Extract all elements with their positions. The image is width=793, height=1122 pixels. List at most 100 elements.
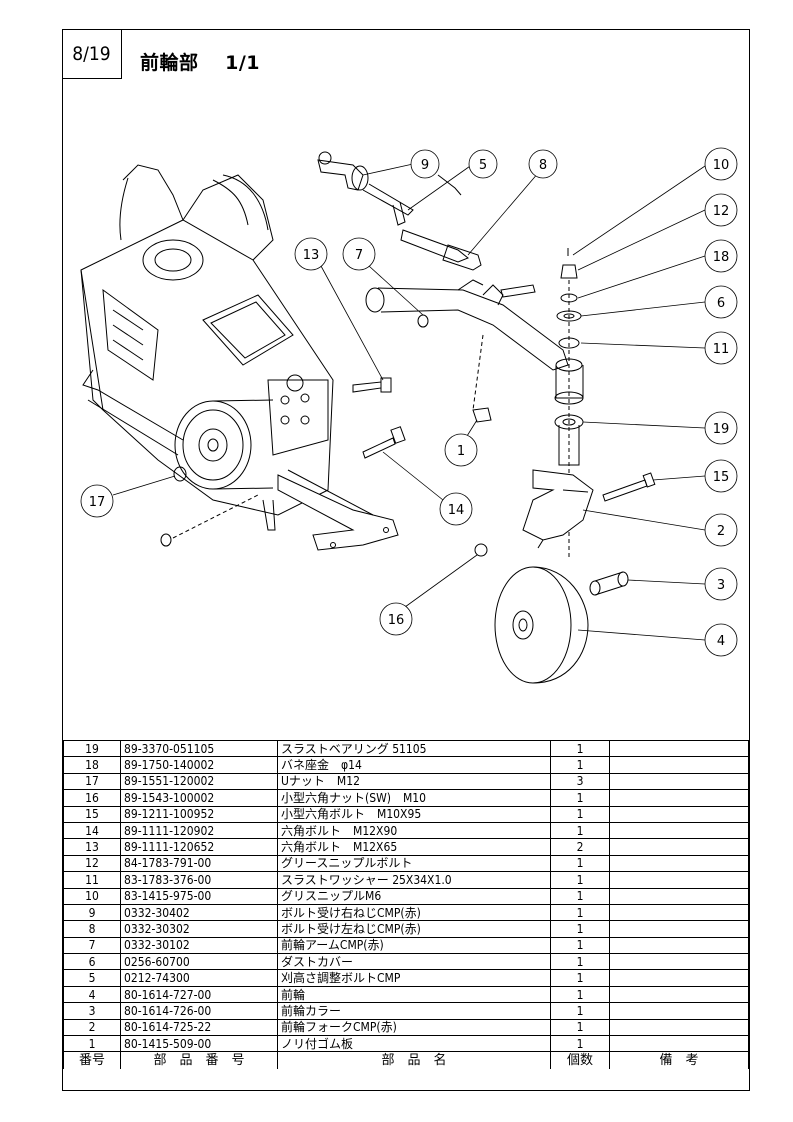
front-arm — [365, 279, 569, 411]
cell-part-name: 刈高さ調整ボルトCMP — [277, 969, 551, 987]
cell-number: 15 — [63, 805, 121, 823]
svg-text:16: 16 — [388, 613, 405, 628]
cell-remarks — [609, 854, 749, 873]
svg-text:6: 6 — [717, 296, 725, 311]
cell-number: 16 — [63, 789, 121, 807]
svg-text:9: 9 — [421, 158, 429, 173]
cell-part-name: ノリ付ゴム板 — [277, 1035, 551, 1053]
cell-number: 18 — [63, 756, 121, 774]
cell-number: 1 — [63, 1035, 121, 1053]
cell-quantity: 1 — [550, 1002, 610, 1020]
cell-number: 3 — [63, 1002, 121, 1020]
callout-13: 13 — [294, 237, 384, 381]
svg-text:2: 2 — [717, 524, 725, 539]
header-part-name: 部 品 名 — [277, 1051, 551, 1070]
cell-remarks — [609, 805, 749, 823]
callout-8: 8 — [467, 149, 558, 256]
cell-remarks — [609, 903, 749, 922]
cell-quantity: 1 — [550, 985, 610, 1004]
cell-part-name: ボルト受け右ねじCMP(赤) — [277, 903, 551, 922]
callout-5: 5 — [407, 149, 498, 211]
cell-remarks — [609, 821, 749, 840]
adjust-bolt-assembly — [317, 151, 482, 271]
cell-quantity: 1 — [550, 953, 610, 971]
cell-remarks — [609, 936, 749, 955]
svg-text:3: 3 — [717, 578, 725, 593]
cell-number: 4 — [63, 985, 121, 1004]
cell-remarks — [609, 871, 749, 889]
svg-text:17: 17 — [89, 495, 106, 510]
header-number: 番号 — [63, 1051, 121, 1070]
cell-part-name: グリースニップルボルト — [277, 854, 551, 873]
cell-part-number: 0212-74300 — [120, 969, 278, 987]
header-remarks: 備 考 — [609, 1051, 749, 1070]
svg-text:14: 14 — [448, 503, 465, 518]
cell-part-number: 0332-30302 — [120, 920, 278, 938]
cell-part-name: 前輪フォークCMP(赤) — [277, 1018, 551, 1037]
cell-remarks — [609, 789, 749, 807]
cell-remarks — [609, 985, 749, 1004]
callout-14: 14 — [382, 451, 473, 526]
cell-part-name: 小型六角ボルト M10X95 — [277, 805, 551, 823]
callout-11: 11 — [580, 331, 738, 365]
cell-part-name: 小型六角ナット(SW) M10 — [277, 789, 551, 807]
bolt-14 — [362, 426, 406, 459]
cell-remarks — [609, 920, 749, 938]
callout-4: 4 — [577, 623, 738, 657]
cell-quantity: 1 — [550, 887, 610, 905]
svg-text:15: 15 — [713, 470, 730, 485]
cell-quantity: 1 — [550, 920, 610, 938]
callout-2: 2 — [582, 509, 738, 547]
page-number: 8/19 — [62, 29, 122, 79]
callout-12: 12 — [577, 193, 738, 271]
svg-text:7: 7 — [355, 248, 363, 263]
cell-quantity: 3 — [550, 772, 610, 791]
cell-quantity: 1 — [550, 789, 610, 807]
cell-part-name: 前輪 — [277, 985, 551, 1004]
page-frame — [62, 29, 750, 1091]
cell-quantity: 1 — [550, 969, 610, 987]
exploded-view-diagram: 9 5 8 10 12 18 6 11 19 15 2 3 4 13 7 1 1… — [80, 147, 738, 684]
cell-part-name: グリスニップルM6 — [277, 887, 551, 905]
callout-18: 18 — [577, 239, 738, 299]
cell-part-number: 89-1111-120902 — [120, 821, 278, 840]
cell-number: 8 — [63, 920, 121, 938]
cell-part-name: スラストベアリング 51105 — [277, 739, 551, 758]
callout-1: 1 — [444, 419, 478, 467]
callout-17: 17 — [80, 475, 176, 518]
rubber-plate — [472, 407, 492, 423]
svg-text:10: 10 — [713, 158, 730, 173]
cell-part-name: 前輪カラー — [277, 1002, 551, 1020]
cell-part-number: 83-1415-975-00 — [120, 887, 278, 905]
cell-quantity: 1 — [550, 821, 610, 840]
cell-part-number: 80-1614-725-22 — [120, 1018, 278, 1037]
cell-quantity: 1 — [550, 1018, 610, 1037]
cell-part-number: 83-1783-376-00 — [120, 871, 278, 889]
header-quantity: 個数 — [550, 1051, 610, 1070]
cell-remarks — [609, 1002, 749, 1020]
cell-quantity: 1 — [550, 903, 610, 922]
svg-text:11: 11 — [713, 342, 730, 357]
cell-part-name: ダストカバー — [277, 953, 551, 971]
cell-number: 14 — [63, 821, 121, 840]
cell-quantity: 1 — [550, 1035, 610, 1053]
cell-part-number: 89-1551-120002 — [120, 772, 278, 791]
front-wheel — [494, 566, 589, 684]
wheel-collar — [589, 571, 629, 596]
cell-remarks — [609, 1018, 749, 1037]
cell-part-number: 84-1783-791-00 — [120, 854, 278, 873]
callout-15: 15 — [652, 459, 738, 493]
cell-part-name: ボルト受け左ねじCMP(赤) — [277, 920, 551, 938]
